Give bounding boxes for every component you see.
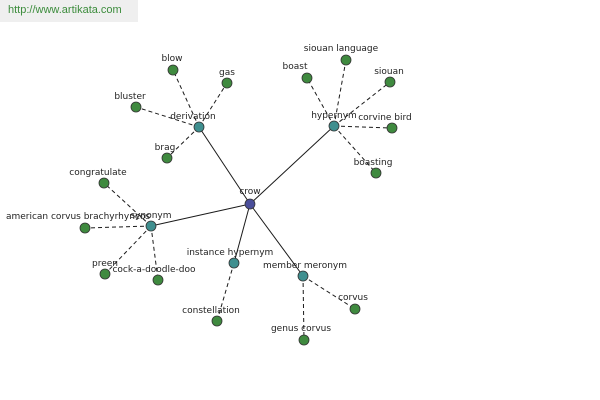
edge-crow-synonym [150,203,251,227]
edge-synonym-cock-a-doodle-doo [150,225,159,281]
graph-labels: crow derivation blow gas bluster brag hypernym… [6,44,412,334]
leaf-node-blow[interactable] [167,64,179,76]
leaf-label-american-corvus-brachyrhyncos: american corvus brachyrhyncos [6,212,150,222]
leaf-node-boasting[interactable] [370,167,382,179]
leaf-node-cock-a-doodle-doo[interactable] [152,274,164,286]
graph-edges [84,59,393,341]
leaf-node-brag[interactable] [161,152,173,164]
leaf-label-genus-corvus: genus corvus [271,324,331,334]
edge-member-meronym-genus-corvus [302,275,305,341]
root-label-crow: crow [239,187,260,197]
leaf-node-american-corvus-brachyrhyncos[interactable] [79,222,91,234]
edge-derivation-brag [166,126,200,159]
edge-derivation-blow [172,69,200,128]
edge-crow-instance-hypernym [233,203,251,264]
edge-instance-hypernym-constellation [216,262,235,322]
edge-hypernym-corvine-bird [333,125,393,129]
relation-node-member-meronym[interactable] [297,270,309,282]
edge-crow-derivation [198,126,251,205]
edge-derivation-gas [198,82,228,128]
leaf-node-gas[interactable] [221,77,233,89]
leaf-label-brag: brag [155,143,176,153]
leaf-node-corvine-bird[interactable] [386,122,398,134]
relation-node-synonym[interactable] [145,220,157,232]
leaf-label-siouan-language: siouan language [304,44,379,54]
leaf-node-genus-corvus[interactable] [298,334,310,346]
leaf-label-boast: boast [283,62,308,72]
edge-hypernym-boast [306,77,335,127]
site-url-link[interactable]: http://www.artikata.com [8,4,122,16]
leaf-label-siouan: siouan [374,67,404,77]
leaf-label-gas: gas [219,68,235,78]
leaf-label-constellation: constellation [182,306,240,316]
leaf-node-siouan[interactable] [384,76,396,88]
relation-label-instance-hypernym: instance hypernym [187,248,274,258]
edge-synonym-congratulate [103,182,152,227]
leaf-label-cock-a-doodle-doo: cock-a-doodle-doo [112,265,196,275]
leaf-label-boasting: boasting [354,158,393,168]
relation-node-hypernym[interactable] [328,120,340,132]
leaf-node-preen[interactable] [99,268,111,280]
relation-label-hypernym: hypernym [311,111,357,121]
relation-label-member-meronym: member meronym [263,261,347,271]
leaf-label-congratulate: congratulate [69,168,127,178]
leaf-node-constellation[interactable] [211,315,223,327]
root-node-crow[interactable] [244,198,256,210]
leaf-label-preen: preen [92,259,118,269]
edge-crow-hypernym [249,125,335,205]
leaf-label-corvus: corvus [338,293,368,303]
leaf-label-blow: blow [161,54,182,64]
relation-node-instance-hypernym[interactable] [228,257,240,269]
relation-node-derivation[interactable] [193,121,205,133]
edge-hypernym-siouan [333,81,391,127]
relation-label-derivation: derivation [170,112,216,122]
leaf-node-siouan-language[interactable] [340,54,352,66]
leaf-node-congratulate[interactable] [98,177,110,189]
leaf-label-bluster: bluster [114,92,146,102]
leaf-node-bluster[interactable] [130,101,142,113]
edge-hypernym-boasting [333,125,377,174]
edge-crow-member-meronym [249,203,304,277]
relation-label-synonym: synonym [130,211,171,221]
leaf-node-boast[interactable] [301,72,313,84]
edge-synonym-american-corvus-brachyrhyncos [84,225,152,229]
edge-member-meronym-corvus [302,275,356,310]
graph-nodes [79,54,398,346]
leaf-node-corvus[interactable] [349,303,361,315]
site-banner: http://www.artikata.com [0,0,138,22]
leaf-label-corvine-bird: corvine bird [358,113,412,123]
